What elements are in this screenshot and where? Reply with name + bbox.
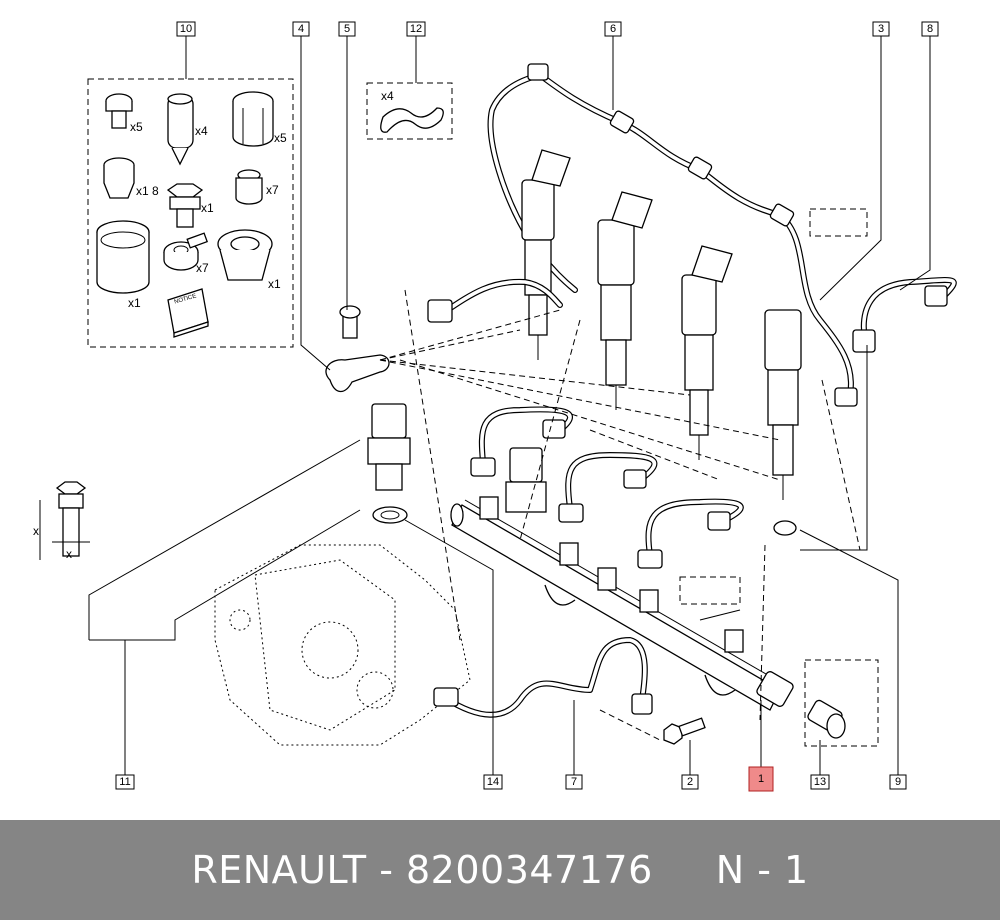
svg-text:2: 2 (687, 776, 693, 788)
svg-text:13: 13 (814, 776, 826, 788)
clip-qty: x4 (381, 89, 394, 103)
callout-9: 9 (889, 774, 907, 790)
clip-icon (380, 107, 444, 133)
svg-text:6: 6 (610, 23, 616, 35)
feed-pipe (433, 637, 653, 718)
dashed-area-upper (809, 208, 868, 237)
injector-3 (681, 245, 733, 460)
assembly-leaders (379, 289, 861, 741)
rail-sensor (505, 447, 547, 513)
callout-13: 13 (810, 774, 830, 790)
svg-text:8: 8 (927, 23, 933, 35)
kit-qty-screw: x5 (130, 120, 143, 134)
callout-4: 4 (292, 21, 310, 37)
dim-label-horizontal: x (66, 547, 72, 561)
injector-1 (521, 149, 571, 360)
notice-booklet-icon: NOTICE (167, 288, 209, 338)
kit-qty-ring: x1 (268, 277, 281, 291)
kit-qty-sleeve: x1 8 (136, 184, 159, 198)
kit-pin-icon (167, 93, 194, 166)
part-info-footer: RENAULT - 8200347176 N - 1 (0, 820, 1000, 920)
clip-box: x4 (366, 35, 453, 140)
svg-text:11: 11 (119, 776, 130, 788)
pressure-sensor (367, 403, 411, 524)
parts-diagram: x5 x4 x5 x1 8 x1 (33, 21, 957, 792)
kit-washer-icon (163, 232, 209, 271)
svg-text:3: 3 (878, 23, 884, 35)
stud-bolt: x x (33, 481, 90, 561)
kit-qty-washer: x7 (196, 261, 209, 275)
kit-cap-icon (235, 169, 263, 205)
injector-seal (773, 520, 797, 536)
svg-text:5: 5 (344, 23, 350, 35)
callout-11: 11 (115, 774, 135, 790)
callout-6: 6 (604, 21, 622, 37)
injector-2 (597, 191, 653, 410)
separator: - (366, 848, 406, 892)
leader-lines (88, 35, 931, 775)
svg-text:14: 14 (487, 776, 499, 788)
svg-text:7: 7 (571, 776, 577, 788)
callout-12: 12 (406, 21, 426, 37)
svg-text:4: 4 (298, 23, 304, 35)
callout-1-highlighted: 1 (748, 766, 774, 792)
rail-bolt (663, 717, 706, 745)
svg-text:9: 9 (895, 776, 901, 788)
engine-block (214, 544, 471, 746)
kit-cup-icon (96, 220, 150, 294)
position-label: N - 1 (715, 848, 809, 892)
callout-2: 2 (681, 774, 699, 790)
kit-qty-cup: x1 (128, 296, 141, 310)
part-number: 8200347176 (406, 848, 653, 892)
dashed-area-lower (679, 576, 741, 605)
kit-box: x5 x4 x5 x1 8 x1 (87, 35, 294, 348)
callout-7: 7 (565, 774, 583, 790)
kit-sleeve-icon (103, 157, 135, 199)
kit-ring-icon (217, 229, 273, 281)
callout-8: 8 (921, 21, 939, 37)
callout-14: 14 (483, 774, 503, 790)
svg-text:12: 12 (410, 23, 422, 35)
brand-name: RENAULT (191, 848, 367, 892)
callout-3: 3 (872, 21, 890, 37)
kit-hex-icon (166, 183, 204, 228)
svg-text:10: 10 (180, 23, 192, 35)
hp-pipes (427, 276, 957, 569)
fuel-rail (450, 496, 794, 711)
svg-text:1: 1 (758, 773, 764, 785)
kit-qty-pin: x4 (195, 124, 208, 138)
spacer (653, 848, 716, 892)
connector-13 (804, 659, 879, 747)
callout-10: 10 (176, 21, 196, 37)
dim-label-vertical: x (33, 524, 39, 538)
bracket (325, 305, 390, 393)
kit-screw-icon (105, 93, 133, 129)
kit-qty-cap: x7 (266, 183, 279, 197)
kit-qty-nut: x5 (274, 131, 287, 145)
injector-4 (764, 309, 802, 500)
kit-qty-hex: x1 (201, 201, 214, 215)
kit-nut-icon (232, 91, 274, 147)
callout-5: 5 (338, 21, 356, 37)
